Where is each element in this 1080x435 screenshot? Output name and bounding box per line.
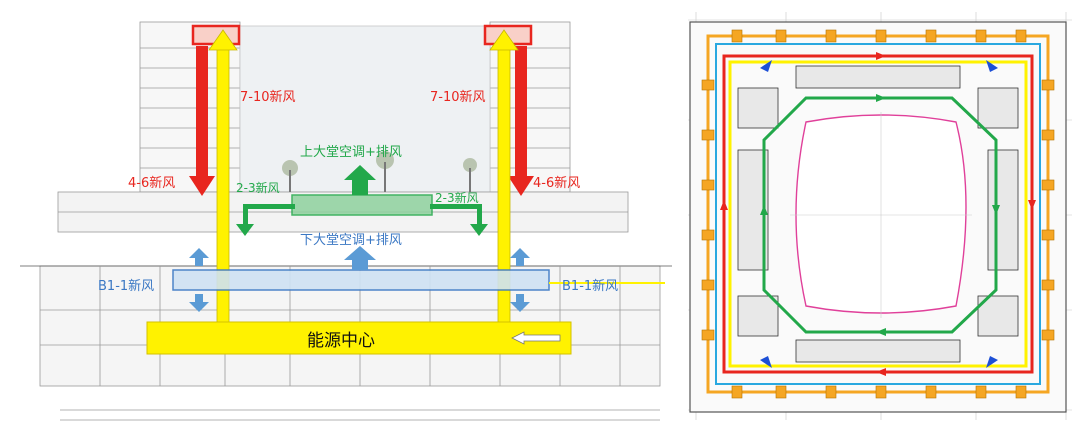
basement-duct [172, 246, 665, 312]
label-7-10-right: 7-10新风 [430, 89, 486, 105]
building-section-diagram: 7-10新风 7-10新风 4-6新风 4-6新风 2-3新风 2-3新风 上大… [20, 21, 680, 421]
plan-flow-arrows [720, 52, 1036, 376]
label-4-6-left: 4-6新风 [128, 175, 175, 191]
atrium-trees [282, 151, 477, 192]
label-2-3-left: 2-3新风 [236, 180, 280, 195]
yellow-supply-arrow-left [208, 29, 238, 327]
label-b1-left: B1-1新风 [98, 278, 154, 294]
label-4-6-right: 4-6新风 [533, 175, 580, 191]
plan-green-loop [762, 96, 998, 334]
label-b1-right: B1-1新风 [562, 278, 618, 294]
section-structure [20, 21, 680, 421]
label-upper-lobby: 上大堂空调+排风 [300, 145, 402, 160]
plan-yellow-loop [728, 60, 1028, 368]
label-lower-lobby: 下大堂空调+排风 [300, 233, 402, 248]
red-fresh-air-arrow-right [508, 46, 534, 196]
perimeter-units [701, 29, 1055, 399]
label-7-10-left: 7-10新风 [240, 89, 296, 105]
red-fresh-air-arrow-left [189, 46, 215, 196]
yellow-supply-arrow-right [489, 29, 519, 327]
plan-cyan-loop [715, 43, 1041, 385]
energy-center-inlet-arrow [511, 331, 561, 345]
upper-lobby-duct [236, 165, 488, 236]
label-energy-center: 能源中心 [307, 331, 375, 351]
floor-plan-diagram [676, 0, 1080, 431]
label-2-3-right: 2-3新风 [435, 190, 479, 205]
energy-center-box [146, 321, 572, 355]
